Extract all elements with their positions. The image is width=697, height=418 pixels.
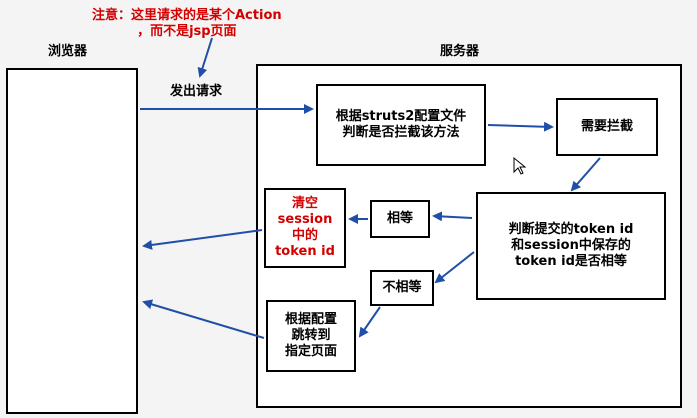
redirect-box: 根据配置 跳转到 指定页面	[266, 300, 356, 372]
need-intercept-box: 需要拦截	[556, 98, 658, 156]
browser-label: 浏览器	[48, 44, 88, 59]
to-not-equal-arrow	[434, 251, 475, 284]
to-intercept-arrow	[487, 121, 554, 132]
to-redirect-arrow	[358, 306, 381, 338]
check-method-box: 根据struts2配置文件 判断是否拦截该方法	[316, 84, 486, 166]
clear-to-browser-arrow	[142, 229, 263, 250]
browser-box	[6, 68, 138, 414]
compare-token-box: 判断提交的token id 和session中保存的 token id是否相等	[476, 192, 666, 300]
note-pointer-arrow	[197, 37, 213, 78]
redirect-to-browser-arrow	[142, 299, 265, 339]
to-compare-arrow	[570, 157, 601, 192]
cursor-icon	[513, 156, 527, 175]
equal-box: 相等	[370, 200, 430, 238]
clear-session-box: 清空 session 中的 token id	[264, 188, 346, 268]
not-equal-box: 不相等	[370, 270, 434, 306]
to-equal-arrow	[432, 211, 473, 222]
server-label: 服务器	[440, 44, 480, 59]
note-text: 注意：这里请求的是某个Action ，而不是jsp页面	[92, 8, 282, 39]
send-request-label: 发出请求	[170, 84, 223, 99]
